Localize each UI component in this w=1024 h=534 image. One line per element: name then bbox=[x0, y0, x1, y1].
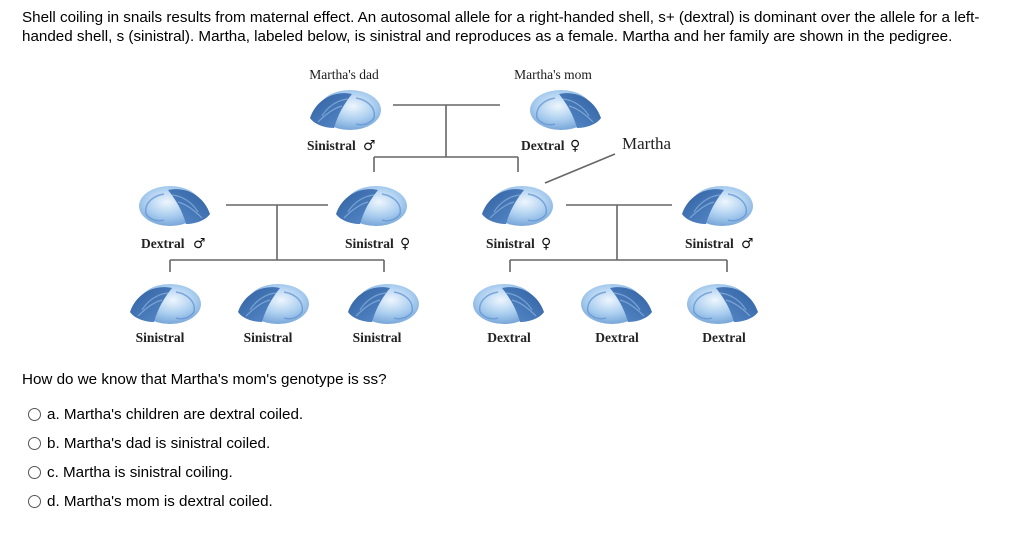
gen2-label-2: Sinistral bbox=[345, 236, 394, 251]
martha-label: Martha bbox=[622, 134, 672, 153]
gen3-shell-3 bbox=[347, 283, 420, 325]
radio-button[interactable] bbox=[28, 466, 41, 479]
gen3-label-5: Dextral bbox=[595, 330, 639, 345]
gen3-shell-1 bbox=[129, 283, 202, 325]
option-a[interactable]: a. Martha's children are dextral coiled. bbox=[28, 400, 303, 429]
gen1-mom-sex-icon: ♀ bbox=[570, 138, 580, 154]
pedigree-diagram: Martha's dad Martha's mom Sinistral ♂ De… bbox=[129, 67, 759, 345]
option-a-label: a. Martha's children are dextral coiled. bbox=[47, 406, 304, 423]
gen1-dad-shell bbox=[309, 89, 382, 131]
gen3-shell-5 bbox=[580, 283, 653, 325]
gen2-sinistral-female-shell bbox=[335, 185, 408, 227]
gen2-sex-icon-3: ♀ bbox=[541, 236, 551, 252]
question-text: How do we know that Martha's mom's genot… bbox=[22, 371, 387, 388]
gen1-mom-label: Dextral bbox=[521, 138, 565, 153]
gen2-sex-icon-1: ♂ bbox=[193, 236, 206, 252]
gen2-label-1: Dextral bbox=[141, 236, 185, 251]
martha-mom-header: Martha's mom bbox=[514, 67, 592, 82]
gen1-dad-sex-icon: ♂ bbox=[363, 138, 376, 154]
radio-button[interactable] bbox=[28, 408, 41, 421]
gen3-label-4: Dextral bbox=[487, 330, 531, 345]
gen3-label-1: Sinistral bbox=[136, 330, 185, 345]
option-b[interactable]: b. Martha's dad is sinistral coiled. bbox=[28, 429, 303, 458]
gen2-martha-shell bbox=[481, 185, 554, 227]
radio-button[interactable] bbox=[28, 437, 41, 450]
gen3-label-3: Sinistral bbox=[353, 330, 402, 345]
gen2-label-4: Sinistral bbox=[685, 236, 734, 251]
radio-button[interactable] bbox=[28, 495, 41, 508]
answer-options: a. Martha's children are dextral coiled.… bbox=[28, 400, 303, 516]
gen2-label-3: Sinistral bbox=[486, 236, 535, 251]
gen3-label-2: Sinistral bbox=[244, 330, 293, 345]
question-intro: Shell coiling in snails results from mat… bbox=[22, 9, 980, 45]
option-c-label: c. Martha is sinistral coiling. bbox=[47, 464, 233, 481]
gen2-dextral-male-shell bbox=[138, 185, 211, 227]
gen1-dad-label: Sinistral bbox=[307, 138, 356, 153]
gen3-shell-4 bbox=[472, 283, 545, 325]
option-d-label: d. Martha's mom is dextral coiled. bbox=[47, 493, 273, 510]
gen3-shell-2 bbox=[237, 283, 310, 325]
gen2-sex-icon-4: ♂ bbox=[741, 236, 754, 252]
gen2-sex-icon-2: ♀ bbox=[400, 236, 410, 252]
gen3-shell-6 bbox=[686, 283, 759, 325]
gen3-label-6: Dextral bbox=[702, 330, 746, 345]
martha-pointer-line bbox=[544, 153, 616, 184]
martha-dad-header: Martha's dad bbox=[309, 67, 379, 82]
option-c[interactable]: c. Martha is sinistral coiling. bbox=[28, 458, 303, 487]
option-d[interactable]: d. Martha's mom is dextral coiled. bbox=[28, 487, 303, 516]
option-b-label: b. Martha's dad is sinistral coiled. bbox=[47, 435, 271, 452]
gen1-mom-shell bbox=[529, 89, 602, 131]
gen2-sinistral-male-shell bbox=[681, 185, 754, 227]
